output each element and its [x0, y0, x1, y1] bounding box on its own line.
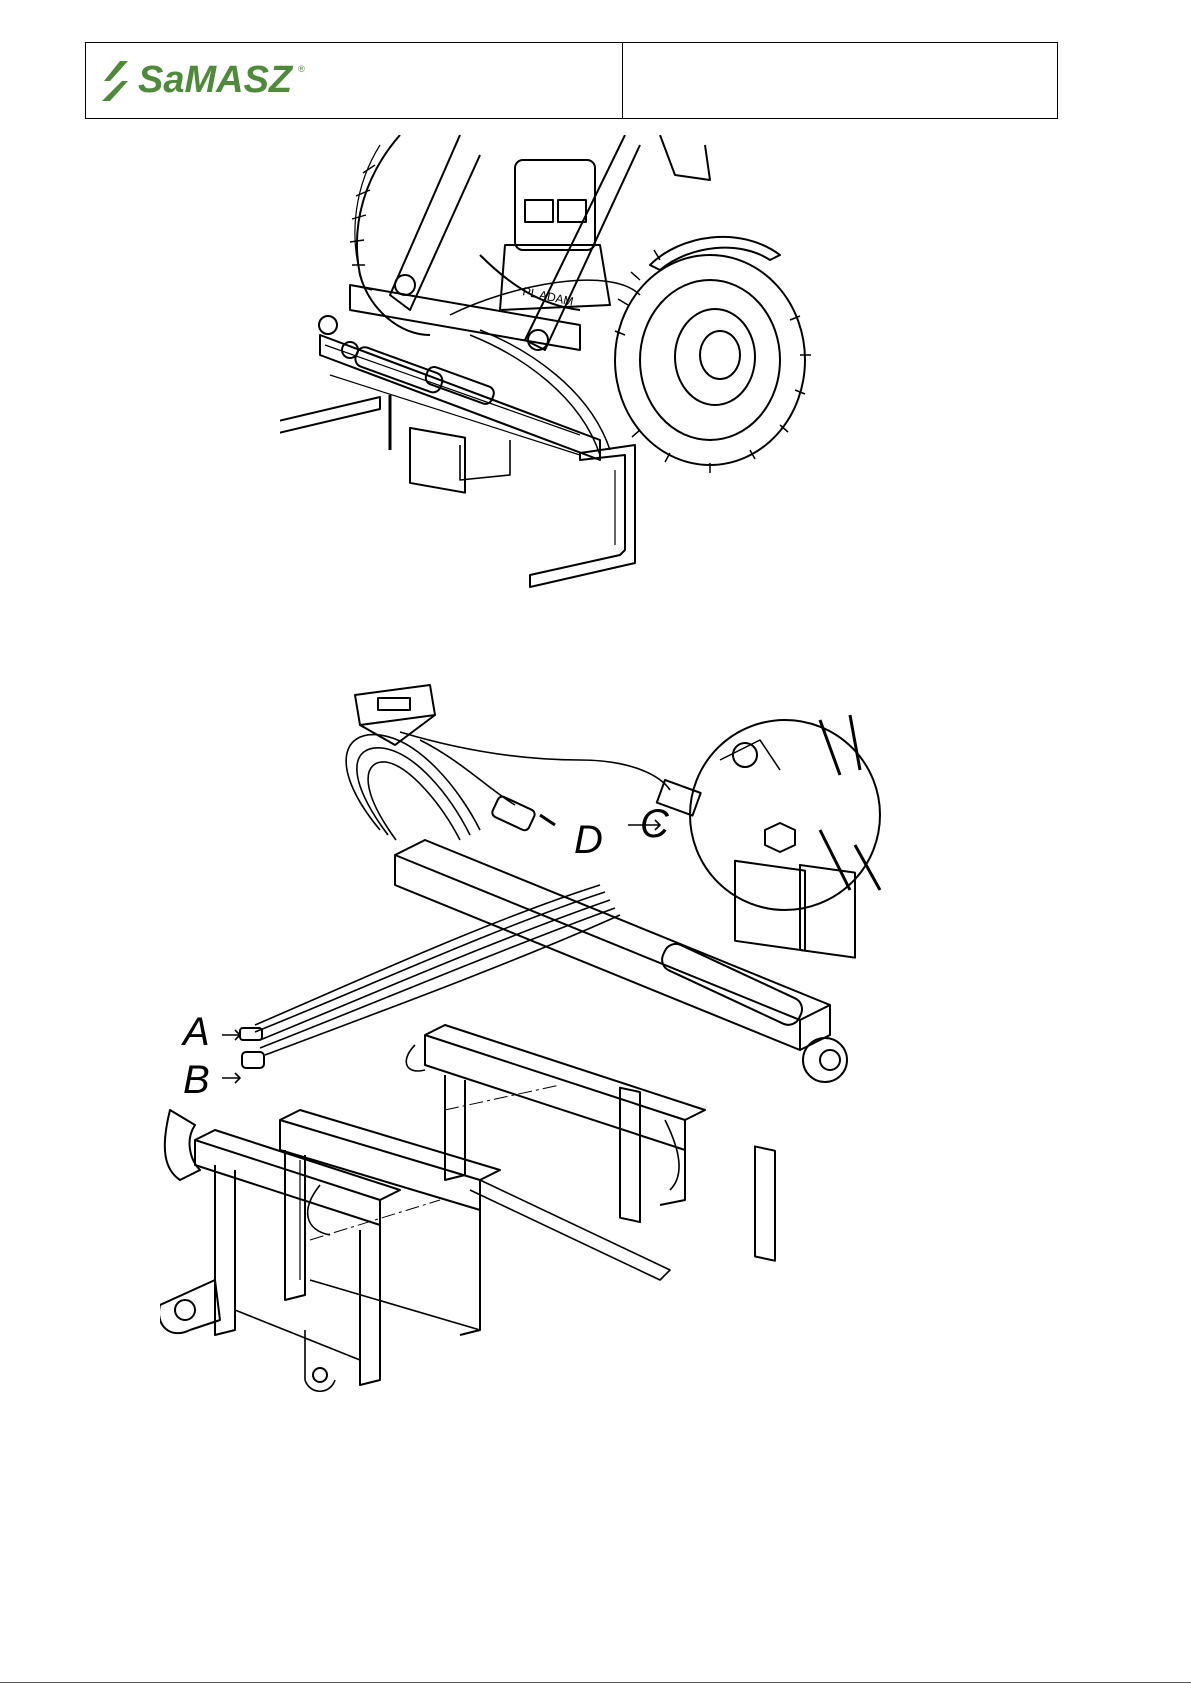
callout-a: A: [183, 1012, 210, 1052]
registered-mark: ®: [298, 64, 305, 74]
document-header: SaMASZ ®: [85, 42, 1058, 119]
brand-name: SaMASZ: [138, 59, 292, 102]
assembly-exploded-illustration: [160, 680, 930, 1480]
samasz-slash-logo-icon: [100, 59, 132, 103]
tractor-mount-illustration: PL ADAM: [280, 135, 870, 635]
callout-b: B: [183, 1060, 210, 1100]
callout-c: C: [640, 804, 669, 844]
logo-cell: SaMASZ ®: [86, 43, 623, 118]
brand-logo: SaMASZ ®: [100, 59, 305, 103]
header-right-cell: [623, 43, 1057, 118]
callout-d: D: [574, 820, 603, 860]
page-bottom-rule: [0, 1682, 1191, 1683]
